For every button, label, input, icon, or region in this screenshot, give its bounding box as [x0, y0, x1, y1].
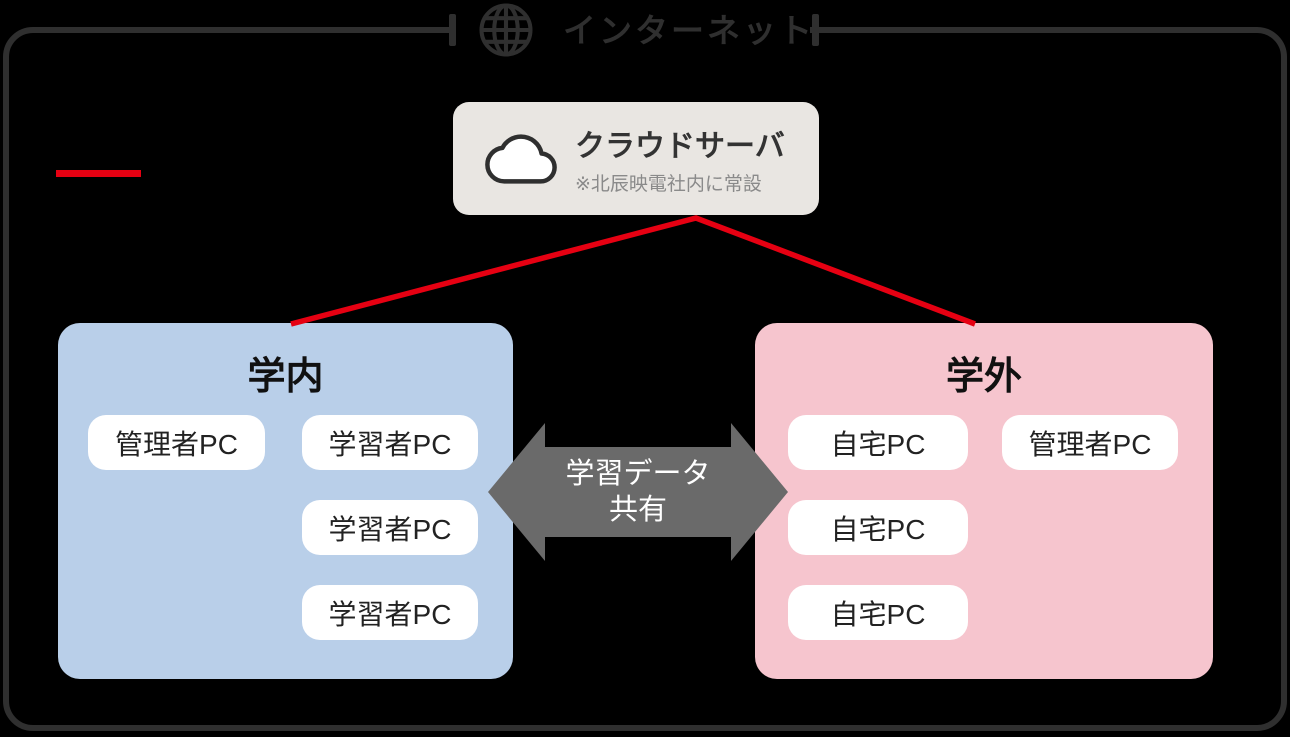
offsite-home-pc-2: 自宅PC [788, 500, 968, 555]
campus-zone: 学内 管理者PC 学習者PC 学習者PC 学習者PC [58, 323, 513, 679]
cloud-server-box: クラウドサーバ ※北辰映電社内に常設 [453, 102, 819, 215]
globe-icon [479, 3, 533, 57]
internet-label: インターネット [563, 12, 815, 49]
campus-admin-pc: 管理者PC [88, 415, 265, 470]
offsite-zone: 学外 自宅PC 管理者PC 自宅PC 自宅PC [755, 323, 1213, 679]
data-share-label-line2: 共有 [608, 494, 667, 526]
campus-learner-pc-1: 学習者PC [302, 415, 478, 470]
data-share-arrow: 学習データ 共有 [488, 423, 788, 561]
campus-zone-title: 学内 [247, 356, 324, 398]
cloud-icon [485, 133, 557, 184]
data-share-label: 学習データ 共有 [488, 423, 788, 561]
offsite-home-pc-3: 自宅PC [788, 585, 968, 640]
legend-red-line [56, 170, 141, 177]
cloud-server-title: クラウドサーバ [575, 130, 785, 163]
campus-learner-pc-3: 学習者PC [302, 585, 478, 640]
frame-top-gap [456, 23, 810, 40]
data-share-label-line1: 学習データ [565, 457, 711, 490]
frame-gap-right-cap [812, 14, 819, 46]
offsite-admin-pc: 管理者PC [1002, 415, 1178, 470]
frame-gap-left-cap [449, 14, 456, 46]
double-arrow-icon [488, 423, 788, 561]
cloud-server-texts: クラウドサーバ ※北辰映電社内に常設 [575, 121, 785, 196]
cloud-server-note: ※北辰映電社内に常設 [575, 174, 762, 195]
campus-learner-pc-2: 学習者PC [302, 500, 478, 555]
offsite-home-pc-1: 自宅PC [788, 415, 968, 470]
offsite-zone-title: 学外 [945, 356, 1022, 398]
